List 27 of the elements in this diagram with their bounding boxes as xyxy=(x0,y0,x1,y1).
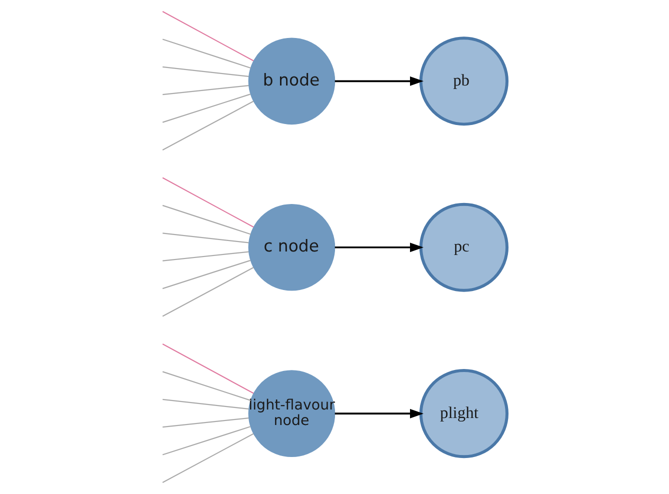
node-circle: plight xyxy=(419,369,508,458)
node-circle: light-flavour node xyxy=(248,370,336,458)
connector xyxy=(162,267,254,317)
node-circle: c node xyxy=(248,204,336,291)
connector xyxy=(162,433,254,483)
connector xyxy=(162,371,251,401)
arrow xyxy=(334,76,424,86)
connector xyxy=(162,232,249,244)
node-circle: pb xyxy=(419,36,508,126)
connector xyxy=(162,344,254,394)
connector xyxy=(162,204,251,235)
connector xyxy=(162,260,251,290)
connector xyxy=(162,85,249,96)
connector xyxy=(162,66,249,77)
connector xyxy=(162,426,251,456)
arrow xyxy=(334,242,424,252)
connector xyxy=(162,418,249,428)
connector xyxy=(162,251,249,262)
connector xyxy=(162,38,251,69)
connector xyxy=(162,94,251,123)
connector xyxy=(162,11,254,62)
connector xyxy=(162,177,254,228)
connector xyxy=(162,100,254,150)
arrow xyxy=(334,408,424,418)
connector xyxy=(162,398,249,410)
node-circle: pc xyxy=(419,202,508,292)
node-circle: b node xyxy=(248,38,336,125)
